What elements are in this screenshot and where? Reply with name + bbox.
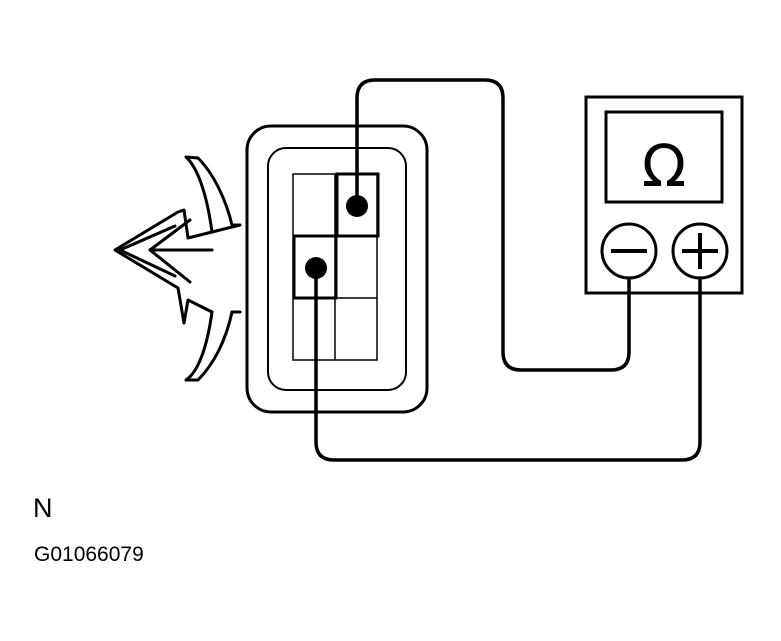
connector-inner-frame <box>267 147 407 391</box>
ohm-symbol: Ω <box>642 132 686 200</box>
figure-id: G01066079 <box>34 543 144 566</box>
probe-tip-upper-terminal <box>346 195 368 217</box>
test-leads <box>314 78 702 462</box>
positive-test-lead <box>314 266 702 462</box>
ohmmeter-body <box>584 95 744 295</box>
probe-tip-lower-terminal <box>305 257 327 279</box>
view-direction-arrow <box>113 155 242 382</box>
connector <box>245 124 429 414</box>
negative-test-lead <box>355 78 631 372</box>
connector-housing <box>245 124 429 414</box>
ohmmeter-display <box>604 110 724 204</box>
view-label: N <box>33 493 53 523</box>
